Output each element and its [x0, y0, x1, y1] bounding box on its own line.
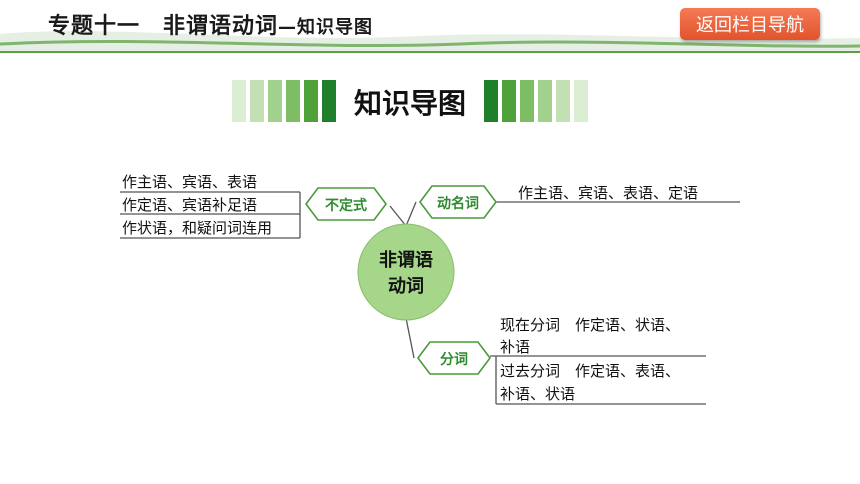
gerund-label: 动名词 [437, 196, 479, 212]
banner-bar [286, 80, 300, 122]
title-main: 专题十一 非谓语动词 [48, 14, 279, 39]
connector-line [389, 205, 407, 227]
center-circle [357, 223, 455, 321]
past-participle-line: 过去分词 作定语、表语、 [500, 362, 681, 380]
banner-bar [268, 80, 282, 122]
connector-line [405, 201, 417, 227]
banner-bar [322, 80, 336, 122]
banner-bar [304, 80, 318, 122]
banner-title: 知识导图 [353, 87, 466, 120]
center-node-text: 非谓语动词 [379, 250, 433, 297]
past-participle-line: 补语、状语 [500, 385, 576, 403]
banner-bar [556, 80, 570, 122]
banner-bar [484, 80, 498, 122]
participle-hexagon [417, 341, 491, 375]
header-decoration [0, 31, 860, 53]
banner-bar [574, 80, 588, 122]
infinitive-item: 作定语、宾语补足语 [122, 196, 258, 214]
participle-label: 分词 [440, 352, 468, 368]
gerund-item: 作主语、宾语、表语、定语 [518, 184, 699, 202]
center-node-label: 非谓语动词 [357, 248, 455, 300]
present-participle-line: 补语 [500, 338, 531, 356]
banner-bar [232, 80, 246, 122]
title-sub: —知识导图 [278, 17, 374, 38]
header: 专题十一 非谓语动词—知识导图 返回栏目导航 [0, 0, 860, 56]
present-participle-line: 现在分词 作定语、状语、 [500, 316, 681, 334]
banner-bar [538, 80, 552, 122]
page-title: 专题十一 非谓语动词—知识导图 [48, 8, 373, 40]
return-nav-button[interactable]: 返回栏目导航 [680, 8, 820, 40]
infinitive-label: 不定式 [325, 198, 367, 214]
infinitive-item: 作状语，和疑问词连用 [122, 219, 273, 237]
banner-bar [502, 80, 516, 122]
banner-bar [520, 80, 534, 122]
infinitive-hexagon [305, 187, 387, 221]
connector-line [405, 317, 415, 359]
section-banner: 知识导图 [232, 80, 588, 122]
banner-bar [250, 80, 264, 122]
gerund-hexagon [419, 185, 497, 219]
infinitive-item: 作主语、宾语、表语 [122, 173, 258, 191]
